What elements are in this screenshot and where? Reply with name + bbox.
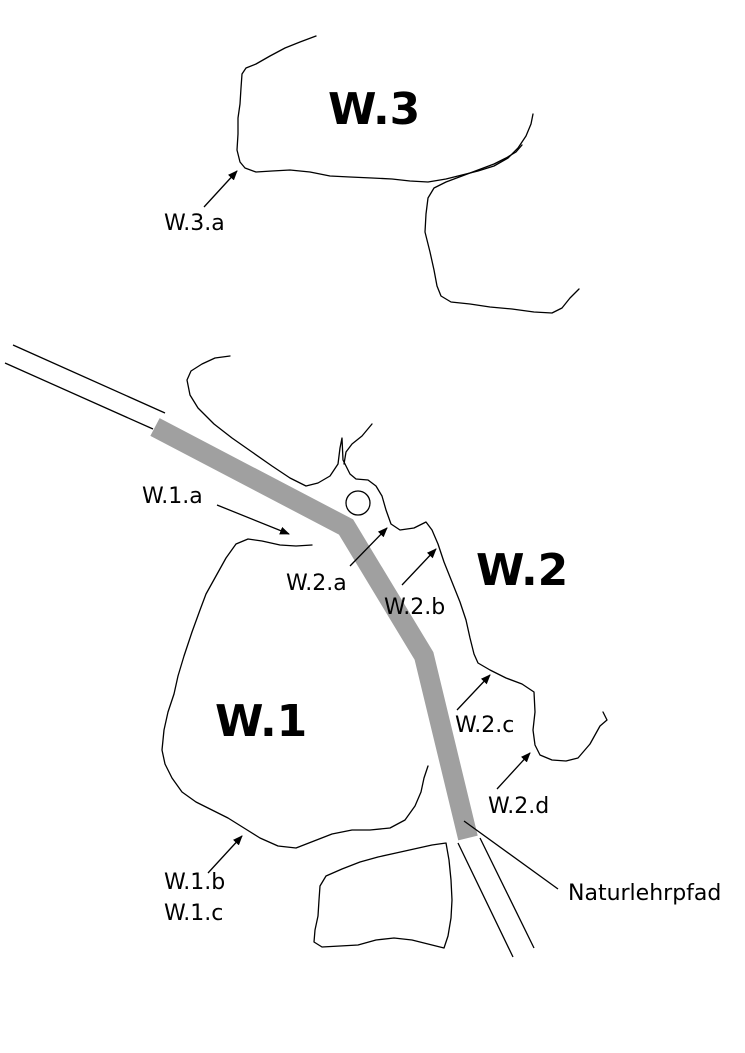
road-line-upper — [12, 344, 166, 414]
marker-label-w3a: W.3.a — [164, 211, 225, 236]
road-line-lower — [4, 362, 154, 430]
marker-label-w2b: W.2.b — [384, 595, 445, 620]
trail-label: Naturlehrpfad — [568, 881, 721, 906]
area-w1-outline — [161, 538, 429, 849]
marker-w1a-arrow — [216, 504, 290, 535]
marker-w2c-arrow — [456, 674, 491, 711]
road-line-south-left — [457, 842, 514, 958]
area-w3-lower-outline — [424, 144, 580, 314]
area-label-w2: W.2 — [476, 545, 568, 596]
southern-patch-outline — [313, 842, 453, 949]
marker-w2d-arrow — [496, 752, 531, 790]
nature-trail-path — [150, 418, 478, 841]
marker-w3a-arrow — [203, 170, 238, 208]
marker-label-w2d: W.2.d — [488, 794, 549, 819]
marker-w2b-arrow — [401, 548, 437, 586]
road-line-south-right — [479, 837, 535, 949]
area-w2-outline — [186, 355, 608, 762]
marker-label-w1b: W.1.b — [164, 870, 225, 895]
area-w2-notch-outline — [343, 423, 373, 465]
marker-label-w2c: W.2.c — [455, 713, 514, 738]
area-w3-outline — [236, 35, 534, 183]
marker-label-w1c: W.1.c — [164, 901, 223, 926]
trail-label-leader — [463, 820, 559, 890]
area-label-w1: W.1 — [215, 696, 307, 747]
marker-label-w1a: W.1.a — [142, 484, 203, 509]
marker-w2a-arrow — [349, 527, 388, 567]
area-label-w3: W.3 — [328, 84, 420, 135]
marker-label-w2a: W.2.a — [286, 571, 347, 596]
marker-w1bc-arrow — [207, 835, 243, 874]
pond-circle — [345, 490, 371, 516]
